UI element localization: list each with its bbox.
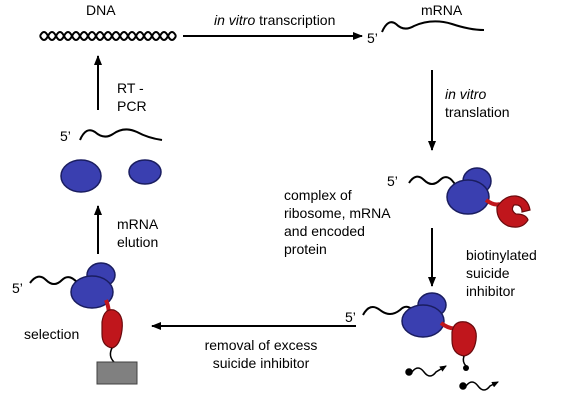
transcription-label: in vitro transcription: [214, 12, 335, 29]
transcription-text: transcription: [255, 12, 336, 28]
five-prime-complex: 5’: [387, 173, 398, 189]
biotin-label-line1: biotinylated: [466, 247, 537, 263]
rtpcr-label-line1: RT -: [117, 80, 144, 96]
rtpcr-label-line2: PCR: [117, 98, 147, 114]
complex-label-line2: ribosome, mRNA: [284, 205, 391, 221]
complex-label-line3: and encoded: [284, 223, 365, 239]
five-prime-bound: 5’: [345, 309, 356, 325]
mrna-label: mRNA: [421, 2, 463, 18]
dna-label: DNA: [86, 2, 116, 18]
encoded-protein: [496, 195, 531, 228]
dissociated-components: [60, 128, 163, 193]
five-prime-selection: 5’: [12, 280, 23, 296]
elution-label-line1: mRNA: [117, 216, 159, 232]
bound-protein: [451, 321, 477, 357]
complex-label-line1: complex of: [284, 187, 352, 203]
selected-protein: [101, 309, 123, 349]
five-prime-mrna: 5’: [367, 30, 378, 46]
transcription-italic: in vitro: [214, 12, 256, 28]
dna-helix: [39, 31, 177, 41]
elution-label-line2: elution: [117, 234, 159, 250]
ribosome-small-free: [128, 159, 162, 185]
removal-label-line1: removal of excess: [204, 337, 318, 353]
free-inhibitors: [405, 365, 499, 391]
streptavidin-surface: [96, 361, 138, 385]
ribosome-complex: [408, 167, 531, 228]
five-prime-dissociated: 5’: [60, 128, 71, 144]
removal-label-line2: suicide inhibitor: [212, 355, 310, 371]
complex-label-line4: protein: [284, 241, 327, 257]
biotin-label-line2: suicide: [466, 265, 510, 281]
biotin-label-line3: inhibitor: [466, 283, 516, 299]
selection-complex: [29, 262, 138, 385]
ribosome-large-subunit: [446, 179, 490, 215]
mrna-strand: [381, 20, 485, 33]
translation-label: translation: [445, 104, 510, 120]
ribosome-large-free: [60, 159, 102, 193]
inhibitor-bound-complex: [362, 292, 477, 371]
selection-label: selection: [24, 326, 80, 342]
translation-label-italic: in vitro: [445, 86, 487, 102]
